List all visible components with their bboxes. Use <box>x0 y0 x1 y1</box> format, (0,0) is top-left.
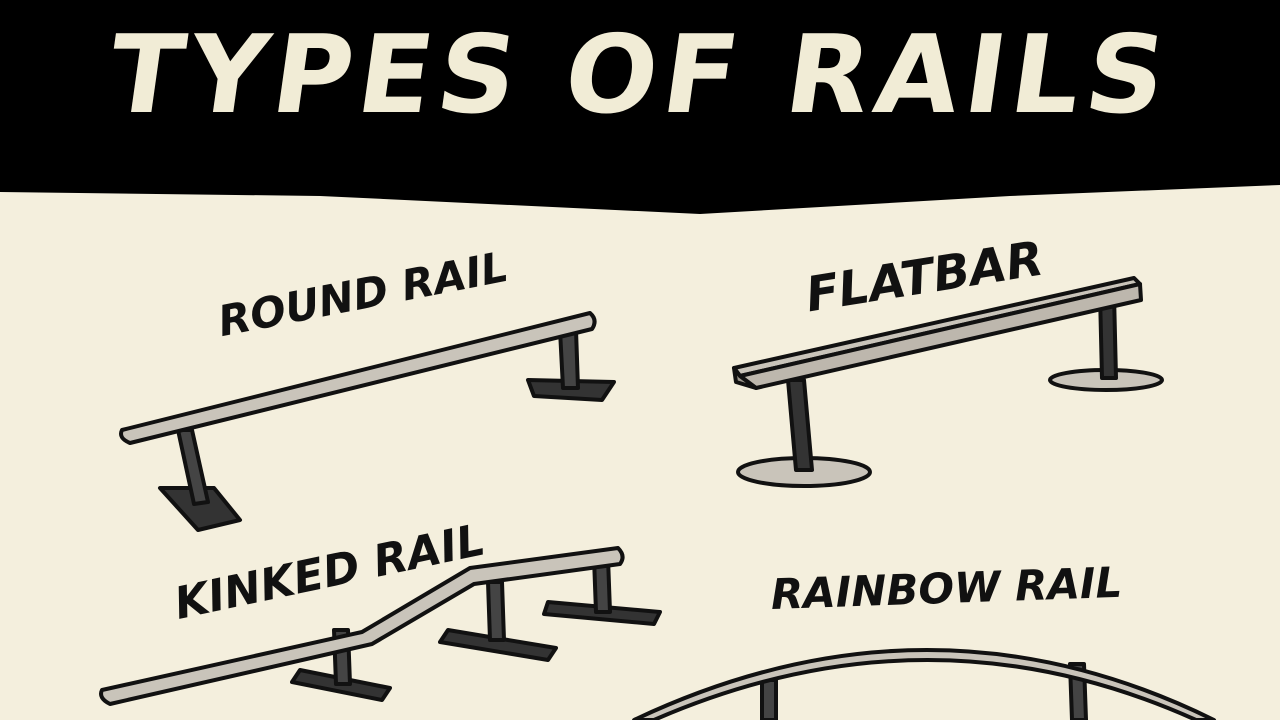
page-title: TYPES OF RAILS <box>100 12 1180 138</box>
kinked-rail-drawing <box>99 546 662 706</box>
round-rail-bar <box>119 311 597 445</box>
title-banner <box>0 0 1280 214</box>
round-rail-post-right <box>558 328 580 390</box>
rainbow-rail-post-left <box>760 678 778 720</box>
kinked-rail-bar <box>99 546 625 706</box>
kinked-rail-post-2 <box>486 580 506 642</box>
kinked-rail-base-2 <box>438 628 558 662</box>
flatbar-end <box>732 366 758 390</box>
rainbow-rail-arc <box>632 648 1216 720</box>
flatbar-drawing <box>732 276 1164 488</box>
rainbow-rail-drawing <box>632 648 1216 720</box>
round-rail-drawing <box>119 311 616 532</box>
